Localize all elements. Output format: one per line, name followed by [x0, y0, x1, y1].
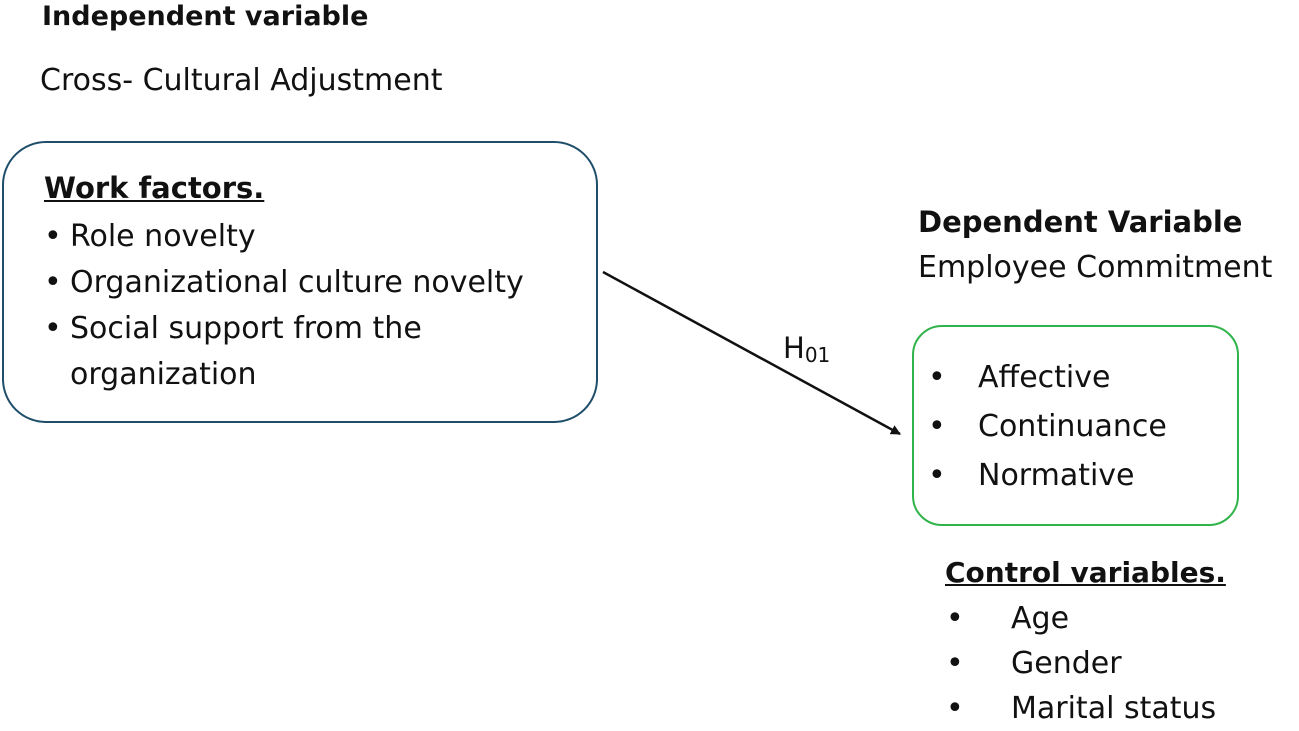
hypothesis-label: H01 — [783, 330, 830, 369]
work-factors-box — [2, 141, 598, 423]
bullet-icon: • — [946, 646, 964, 681]
work-factors-list: • Role novelty • Organizational culture … — [44, 214, 570, 398]
bullet-icon: • — [928, 360, 946, 395]
work-factor-label: Role novelty — [70, 219, 256, 254]
control-variable-item: • Age — [946, 596, 1216, 641]
bullet-icon: • — [44, 219, 62, 254]
commitment-label: Normative — [978, 458, 1135, 493]
commitment-list: • Affective • Continuance • Normative — [928, 353, 1167, 500]
work-factors-title: Work factors. — [44, 171, 265, 205]
bullet-icon: • — [44, 311, 62, 346]
work-factor-item: • Organizational culture novelty — [44, 260, 570, 306]
commitment-label: Continuance — [978, 409, 1167, 444]
control-variable-item: • Marital status — [946, 686, 1216, 731]
arrow-line — [602, 270, 901, 436]
bullet-icon: • — [946, 601, 964, 636]
work-factor-label: Organizational culture novelty — [70, 265, 524, 300]
dependent-variable-heading: Dependent Variable — [918, 205, 1243, 239]
commitment-item: • Affective — [928, 353, 1167, 402]
control-variable-label: Marital status — [1011, 691, 1217, 726]
commitment-item: • Continuance — [928, 402, 1167, 451]
commitment-box — [912, 325, 1239, 526]
independent-variable-heading: Independent variable — [42, 1, 369, 32]
hypothesis-subscript: 01 — [804, 343, 831, 367]
control-variable-item: • Gender — [946, 641, 1216, 686]
work-factor-item: • Role novelty — [44, 214, 570, 260]
control-variable-label: Gender — [1011, 646, 1122, 681]
bullet-icon: • — [928, 409, 946, 444]
bullet-icon: • — [44, 265, 62, 300]
bullet-icon: • — [946, 691, 964, 726]
control-variables-list: • Age • Gender • Marital status — [946, 596, 1216, 731]
commitment-item: • Normative — [928, 451, 1167, 500]
control-variables-title: Control variables. — [945, 556, 1226, 589]
bullet-icon: • — [928, 458, 946, 493]
dependent-variable-name: Employee Commitment — [918, 250, 1273, 285]
work-factor-label: Social support from the organization — [70, 311, 422, 392]
hypothesis-letter: H — [783, 331, 805, 365]
control-variable-label: Age — [1011, 601, 1070, 636]
independent-variable-name: Cross- Cultural Adjustment — [40, 63, 443, 98]
commitment-label: Affective — [978, 360, 1111, 395]
work-factor-item: • Social support from the organization — [44, 306, 570, 398]
